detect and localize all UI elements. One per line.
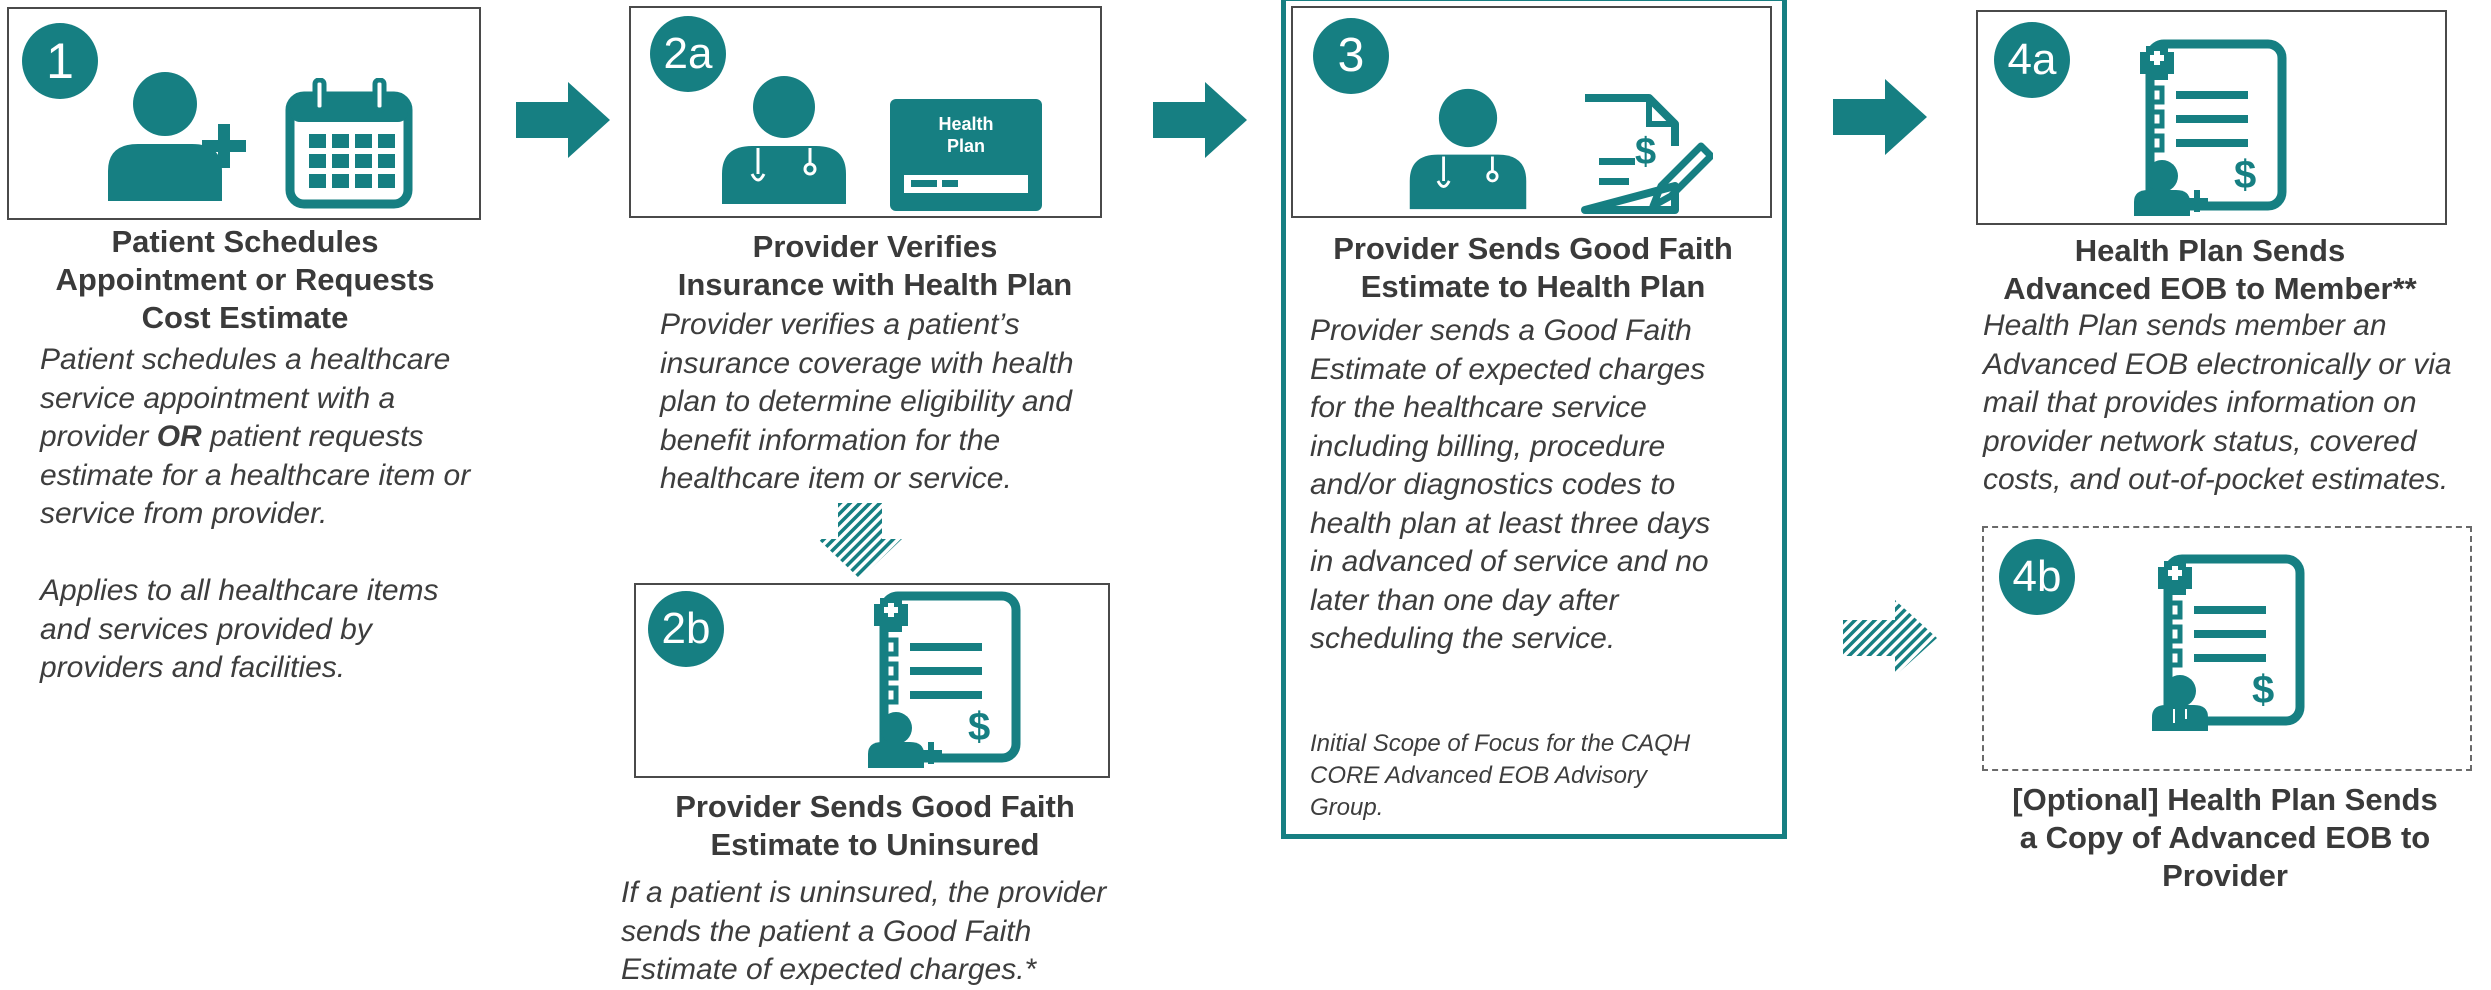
step-1-applies-note: Applies to all healthcare items and serv… [40,574,439,684]
step-3-description: Provider sends a Good Faith Estimate of … [1310,314,1711,655]
arrow-right-3 [1833,79,1927,155]
add-user-icon [108,72,246,201]
step-2a-description: Provider verifies a patient’s insurance … [660,308,1074,495]
svg-text:$: $ [968,705,990,749]
arrow-right-1 [516,82,610,158]
health-plan-card-icon: Health Plan [890,99,1042,211]
step-4a-badge: 4a [1994,22,2070,98]
step-2b-badge: 2b [648,591,724,667]
calendar-icon [285,78,413,209]
step-1-title: Patient Schedules Appointment or Request… [55,224,435,335]
doctor-icon [1409,88,1527,210]
arrow-down-hatched [818,503,902,579]
step-3-title: Provider Sends Good Faith Estimate to He… [1333,231,1733,304]
invoice-edit-icon: $ [1581,94,1713,214]
step-3-badge: 3 [1313,18,1389,94]
step-3-scope-note: Initial Scope of Focus for the CAQH CORE… [1310,730,1691,821]
svg-text:$: $ [2234,153,2256,197]
arrow-right-2 [1153,82,1247,158]
step-2a-badge: 2a [650,16,726,92]
step-1-description: Patient schedules a healthcare service a… [40,343,471,530]
medical-bill-icon: $ [868,591,1021,768]
svg-text:$: $ [1635,131,1656,173]
svg-text:$: $ [2252,668,2274,712]
step-4a-title: Health Plan Sends Advanced EOB to Member… [2003,233,2417,306]
step-2b-title: Provider Sends Good Faith Estimate to Un… [675,789,1075,862]
step-4a-description: Health Plan sends member an Advanced EOB… [1983,309,2452,496]
step-1-badge: 1 [22,23,98,99]
step-4b-title: [Optional] Health Plan Sends a Copy of A… [2012,782,2438,893]
step-4b-badge: 4b [1999,539,2075,615]
arrow-right-hatched [1843,600,1937,676]
medical-bill-icon: $ [2152,554,2305,731]
step-2a-title: Provider Verifies Insurance with Health … [677,229,1073,302]
medical-bill-icon: $ [2134,39,2287,216]
doctor-icon [722,76,846,204]
step-2b-description: If a patient is uninsured, the provider … [621,876,1107,986]
